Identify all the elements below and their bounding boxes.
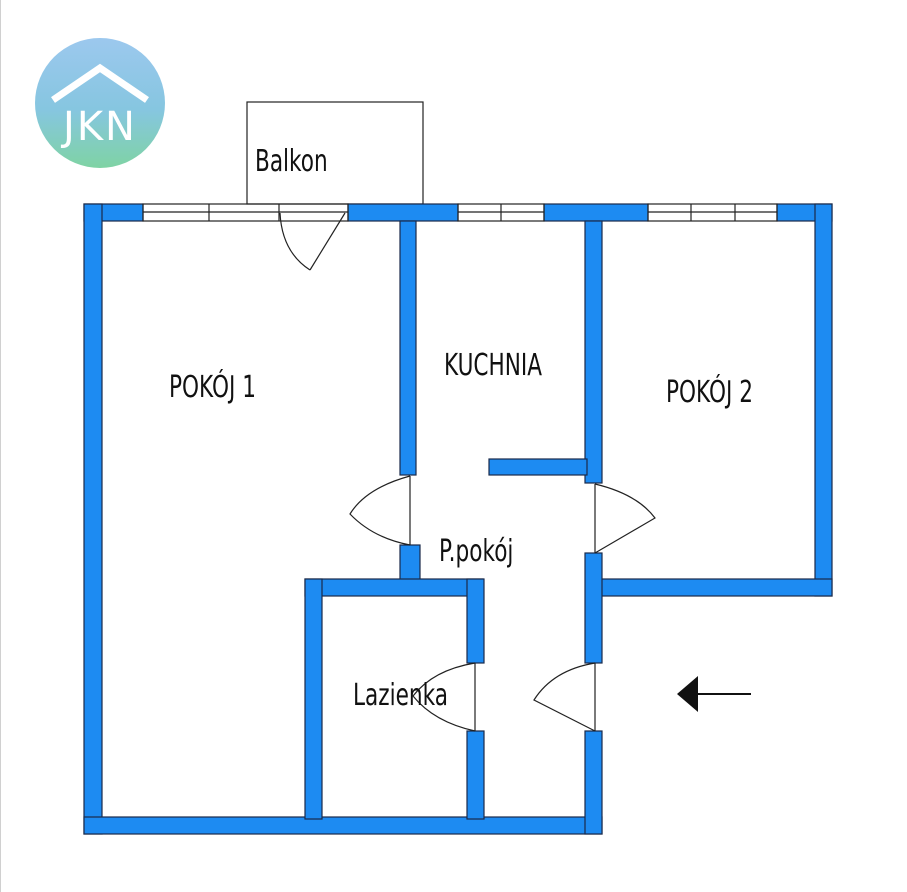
room-label-pokoj2: POKÓJ 2 xyxy=(666,375,753,410)
exterior-walls xyxy=(83,203,833,835)
room-label-pokoj1: POKÓJ 1 xyxy=(169,370,256,405)
room-label-kuchnia: KUCHNIA xyxy=(444,348,543,383)
arrow-left-icon xyxy=(677,676,751,712)
room-label-przedpokoj: P.pokój xyxy=(439,534,514,569)
jkn-logo xyxy=(35,38,165,168)
doors xyxy=(279,212,656,732)
room-label-lazienka: Lazienka xyxy=(353,678,448,713)
room-label-balkon: Balkon xyxy=(255,144,328,179)
windows xyxy=(142,203,778,222)
interior-walls xyxy=(304,220,603,820)
logo-text: JKN xyxy=(63,104,137,150)
